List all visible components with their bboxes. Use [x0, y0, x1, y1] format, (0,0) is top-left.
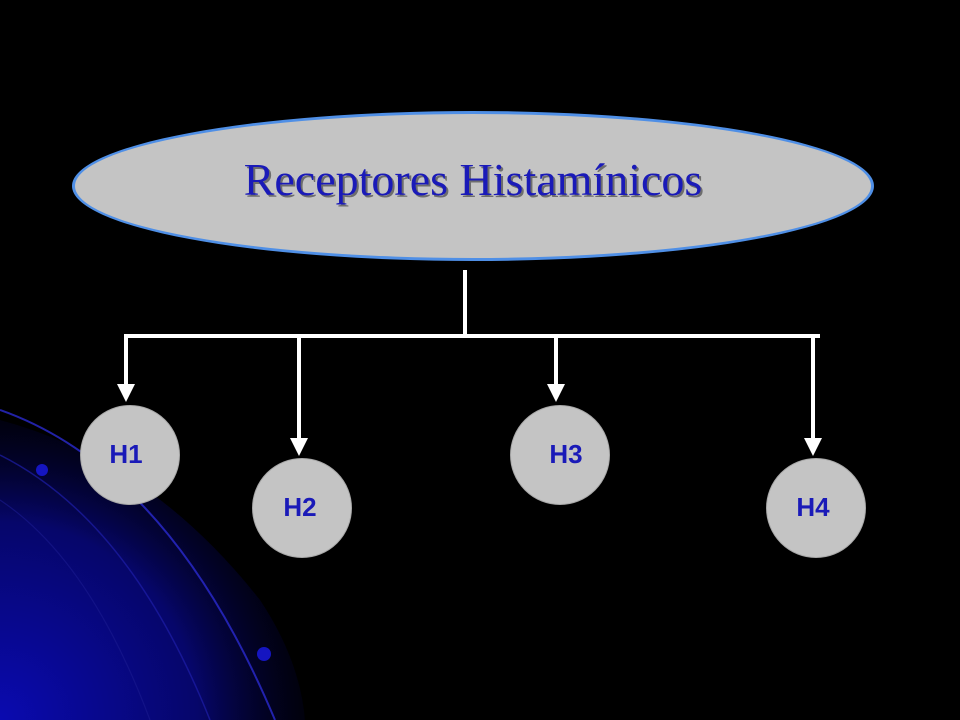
arc-line-3 [0, 499, 151, 720]
node-h2-label: H2 [283, 492, 317, 522]
decor-dot-2 [257, 647, 271, 661]
node-h3-circle [510, 405, 610, 505]
arrowhead-h4 [804, 438, 822, 456]
title-ellipse [72, 111, 874, 261]
node-h1-label: H1 [109, 439, 143, 469]
blue-corner-shape [0, 420, 305, 720]
arc-line-2 [0, 454, 211, 720]
arc-line-1 [0, 409, 276, 720]
node-h2-circle [252, 458, 352, 558]
node-h4-circle [766, 458, 866, 558]
node-h4-label: H4 [796, 492, 830, 522]
node-h1-circle [80, 405, 180, 505]
arrowhead-h1 [117, 384, 135, 402]
diagram-title: Receptores Histamínicos [243, 154, 703, 205]
arrowhead-h3 [547, 384, 565, 402]
arrowhead-h2 [290, 438, 308, 456]
node-h3-label: H3 [549, 439, 583, 469]
decor-dot-1 [36, 464, 48, 476]
